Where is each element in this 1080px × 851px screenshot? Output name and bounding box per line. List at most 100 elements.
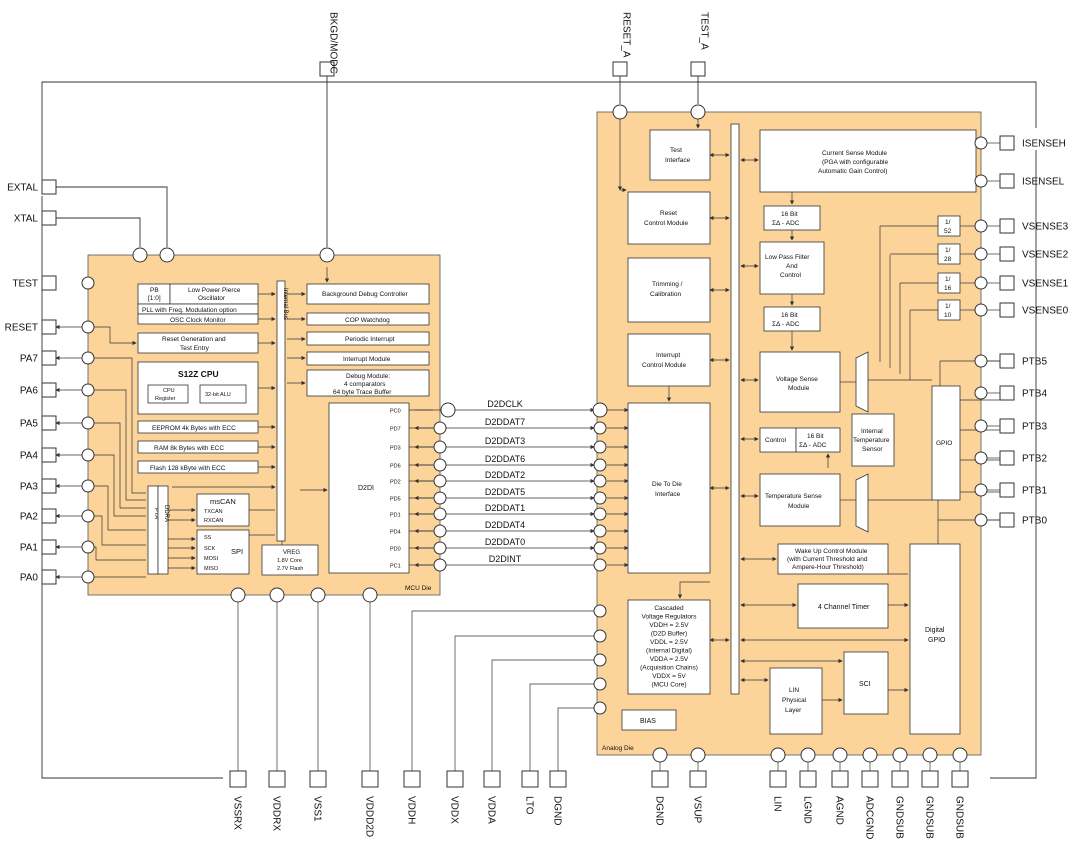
pin-lgnd-12 bbox=[799, 770, 817, 788]
voltage-sense-block bbox=[759, 351, 841, 413]
analog-pad-dgnd-8 bbox=[593, 701, 607, 715]
pin-label-isensel: ISENSEL bbox=[1022, 177, 1065, 188]
pin-label-vssrx-0: VSSRX bbox=[232, 796, 243, 830]
bus-label-d2dint: D2DINT bbox=[489, 554, 522, 564]
analog-bus-pad-d2dint bbox=[593, 558, 607, 572]
bus-label-d2ddat5: D2DDAT5 bbox=[485, 487, 525, 497]
internal-bus bbox=[276, 280, 286, 542]
analog-bus-pad-d2ddat3 bbox=[593, 440, 607, 454]
mcu-bus-pad-d2ddat7 bbox=[433, 421, 447, 435]
analog-pad-vsense3 bbox=[974, 219, 988, 233]
mcu-pad-pa0 bbox=[81, 570, 95, 584]
interrupt-control-block bbox=[627, 333, 711, 387]
pad-vddd2d-3 bbox=[362, 587, 378, 603]
interrupt-module-block bbox=[306, 351, 430, 366]
pin-label-ptb4: PTB4 bbox=[1022, 389, 1047, 400]
mcu-bus-pad-d2ddat2 bbox=[433, 474, 447, 488]
reset-gen-line2: Test Entry bbox=[180, 345, 210, 352]
pad-lin-11 bbox=[770, 747, 786, 763]
temp-mux bbox=[855, 473, 869, 533]
mcu-pad-reset bbox=[81, 320, 95, 334]
pta-register bbox=[147, 485, 159, 575]
spi-title: SPI bbox=[231, 547, 243, 556]
vreg-block bbox=[261, 544, 319, 576]
pin-ptb0 bbox=[999, 512, 1015, 528]
pin-lto-7 bbox=[521, 770, 539, 788]
pad-agnd-13 bbox=[832, 747, 848, 763]
adc-b-l1: 16 Bit bbox=[781, 312, 798, 319]
analog-bus-pad-d2dclk bbox=[592, 402, 608, 418]
analog-bus-pad-d2ddat2 bbox=[593, 474, 607, 488]
pin-label-test: TEST bbox=[12, 279, 38, 290]
pin-vsense2 bbox=[999, 246, 1015, 262]
pin-gndsub-16 bbox=[921, 770, 939, 788]
pin-label-pa7: PA7 bbox=[20, 354, 39, 365]
mcu-pad-pa5 bbox=[81, 416, 95, 430]
pin-isenseh bbox=[999, 135, 1015, 151]
d2di-block bbox=[328, 402, 410, 574]
spi-ss: SS bbox=[204, 535, 212, 541]
pin-label-agnd-13: AGND bbox=[834, 796, 845, 825]
mcu-pad-pa7 bbox=[81, 351, 95, 365]
pin-label-vdda-6: VDDA bbox=[486, 796, 497, 824]
d2d-if-l2: Interface bbox=[655, 491, 681, 498]
interrupt-label: Interrupt Module bbox=[343, 356, 391, 363]
gpio-block bbox=[931, 385, 961, 501]
cpu-title: S12Z CPU bbox=[178, 369, 219, 379]
analog-pad-vsense2 bbox=[974, 247, 988, 261]
spi-sck: SCK bbox=[204, 546, 216, 552]
analog-pad-vsense1 bbox=[974, 276, 988, 290]
divider-den-2: 28 bbox=[944, 256, 952, 263]
internal-bus-label: Internal Bus bbox=[282, 288, 288, 320]
analog-pad-vddx-5 bbox=[593, 629, 607, 643]
pad-dgnd-9 bbox=[652, 747, 668, 763]
regulator-line-8: (Acquisition Chains) bbox=[640, 665, 698, 672]
pin-label-isenseh: ISENSEH bbox=[1022, 139, 1066, 150]
d2di-pin-pd6: PD6 bbox=[390, 464, 401, 470]
periodic-interrupt-block bbox=[306, 331, 430, 346]
divider-den-1: 52 bbox=[944, 228, 952, 235]
mcu-pad-test bbox=[81, 276, 95, 290]
pin-label-bkgd-modc: BKGD/MODC bbox=[328, 12, 339, 74]
pin-label-vsense2: VSENSE2 bbox=[1022, 250, 1069, 261]
lin-l2: Physical bbox=[782, 697, 807, 704]
pin-label-pa4: PA4 bbox=[20, 451, 39, 462]
spi-mosi: MOSI bbox=[204, 556, 219, 562]
vreg-l1: VREG bbox=[283, 550, 300, 556]
sci-block bbox=[843, 651, 889, 715]
digital-gpio-block bbox=[909, 543, 961, 735]
pin-label-gndsub-16: GNDSUB bbox=[924, 796, 935, 839]
mcu-bus-pad-d2dint bbox=[433, 558, 447, 572]
vs-l1: Voltage Sense bbox=[776, 376, 818, 383]
mcu-bus-pad-d2ddat5 bbox=[433, 491, 447, 505]
trimming-block bbox=[627, 257, 711, 323]
vreg-l2: 1.8V Core bbox=[277, 558, 302, 564]
analog-pad-ptb4 bbox=[974, 386, 988, 400]
pin-label-extal: EXTAL bbox=[7, 183, 38, 194]
d2di-pin-pd5: PD5 bbox=[390, 497, 401, 503]
pin-vddd2d-3 bbox=[361, 770, 379, 788]
divider-num-4: 1/ bbox=[945, 303, 951, 310]
its-l2: Temperature bbox=[853, 437, 890, 444]
divider-den-3: 16 bbox=[944, 285, 952, 292]
its-l3: Sensor bbox=[862, 446, 883, 453]
regulator-line-3: VDDH = 2.5V bbox=[649, 622, 689, 629]
pin-label-ptb2: PTB2 bbox=[1022, 454, 1047, 465]
cpu-register-l1: CPU bbox=[163, 388, 175, 394]
analog-pad-ptb3 bbox=[974, 419, 988, 433]
mcu-bus-pad-d2ddat4 bbox=[433, 524, 447, 538]
reset-ctl-l1: Reset bbox=[660, 210, 677, 217]
pin-adcgnd-14 bbox=[861, 770, 879, 788]
pin-label-adcgnd-14: ADCGND bbox=[864, 796, 875, 839]
osc-line1: Low Power Pierce bbox=[188, 287, 241, 294]
pad-adcgnd-14 bbox=[862, 747, 878, 763]
mcu-bus-pad-d2ddat6 bbox=[433, 458, 447, 472]
pin-label-pa5: PA5 bbox=[20, 419, 39, 430]
mcu-pad-pa6 bbox=[81, 383, 95, 397]
mscan-title: msCAN bbox=[210, 497, 236, 506]
pin-label-vss1-2: VSS1 bbox=[312, 796, 323, 822]
pin-label-ptb5: PTB5 bbox=[1022, 357, 1047, 368]
pin-extal bbox=[41, 179, 57, 195]
temp-control-label: Control bbox=[765, 437, 787, 444]
